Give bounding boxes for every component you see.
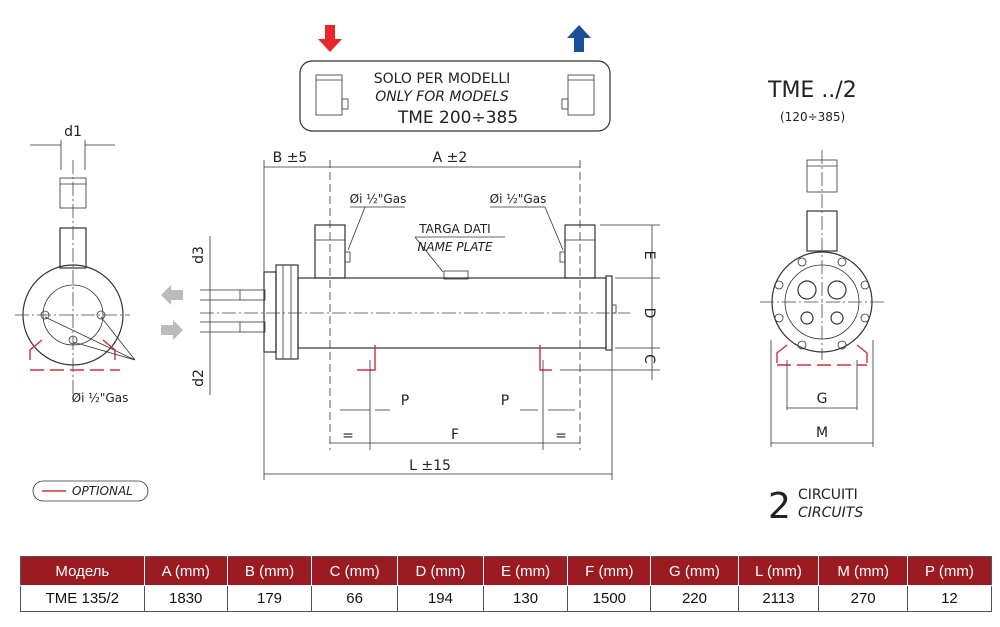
models-notice-box: SOLO PER MODELLI ONLY FOR MODELS TME 200…: [299, 60, 611, 132]
gas-label-left: Øi ½"Gas: [350, 192, 407, 206]
circuits-en: CIRCUITS: [798, 505, 863, 521]
dim-d: D: [641, 308, 657, 319]
cell-l: 2113: [737, 585, 820, 612]
dim-p-left: P: [401, 393, 409, 409]
plate-label-en: NAME PLATE: [417, 240, 493, 254]
plate-label-it: TARGA DATI: [418, 222, 490, 236]
table-header-row: Модель A (mm) B (mm) C (mm) D (mm) E (mm…: [20, 556, 993, 586]
col-a: A (mm): [143, 556, 228, 586]
outlet-arrow-icon: [567, 25, 591, 52]
right-end-view: TME ../2 (120÷385) G M 2 CIRCUITI CIRCUI…: [760, 78, 885, 527]
cell-a: 1830: [143, 585, 228, 612]
col-b: B (mm): [226, 556, 313, 586]
notice-line2: ONLY FOR MODELS: [375, 89, 509, 105]
dim-m: M: [816, 425, 828, 441]
gas-label-right: Øi ½"Gas: [490, 192, 547, 206]
table-row: TME 135/2 1830 179 66 194 130 1500 220 2…: [20, 585, 993, 612]
notice-line3: TME 200÷385: [397, 108, 518, 128]
dim-d2: d2: [191, 369, 207, 387]
col-l: L (mm): [737, 556, 820, 586]
dim-b: B ±5: [273, 150, 308, 166]
dim-l: L ±15: [409, 458, 451, 474]
col-p: P (mm): [906, 556, 993, 586]
cell-g: 220: [650, 585, 739, 612]
side-view: B ±5 A ±2 Øi ½"Gas Øi ½"Gas TARGA DATI N…: [191, 150, 660, 480]
cell-f: 1500: [567, 585, 652, 612]
col-e: E (mm): [482, 556, 569, 586]
dim-eq-right: =: [555, 428, 567, 444]
col-d: D (mm): [397, 556, 484, 586]
dim-e: E: [641, 251, 657, 260]
dim-g: G: [817, 391, 828, 407]
cell-c: 66: [311, 585, 399, 612]
circuits-number: 2: [768, 486, 791, 527]
col-model: Модель: [20, 556, 145, 586]
dimensions-table: Модель A (mm) B (mm) C (mm) D (mm) E (mm…: [20, 556, 993, 612]
cell-p: 12: [906, 585, 993, 612]
cell-d: 194: [397, 585, 484, 612]
dim-p-right: P: [501, 393, 509, 409]
left-end-view: d1 Øi ½"Gas: [15, 124, 136, 405]
cell-b: 179: [226, 585, 313, 612]
col-m: M (mm): [818, 556, 908, 586]
dim-eq-left: =: [342, 428, 354, 444]
inlet-arrow-icon: [318, 25, 342, 52]
col-c: C (mm): [311, 556, 399, 586]
col-g: G (mm): [650, 556, 739, 586]
inflow-arrow-icon: [161, 320, 183, 340]
dim-c: C: [641, 354, 657, 364]
dim-d3: d3: [191, 246, 207, 264]
right-view-range: (120÷385): [780, 110, 845, 124]
dim-d1: d1: [64, 124, 82, 140]
optional-label: OPTIONAL: [72, 484, 133, 498]
optional-legend: OPTIONAL: [32, 480, 149, 502]
cell-m: 270: [818, 585, 908, 612]
col-f: F (mm): [567, 556, 652, 586]
outflow-arrow-icon: [161, 285, 183, 305]
notice-line1: SOLO PER MODELLI: [374, 71, 511, 87]
cell-e: 130: [482, 585, 569, 612]
left-gas-label: Øi ½"Gas: [72, 391, 129, 405]
dim-a: A ±2: [433, 150, 468, 166]
dim-f: F: [451, 427, 459, 443]
cell-model: TME 135/2: [20, 585, 145, 612]
circuits-it: CIRCUITI: [798, 487, 858, 503]
right-view-title: TME ../2: [767, 78, 857, 103]
